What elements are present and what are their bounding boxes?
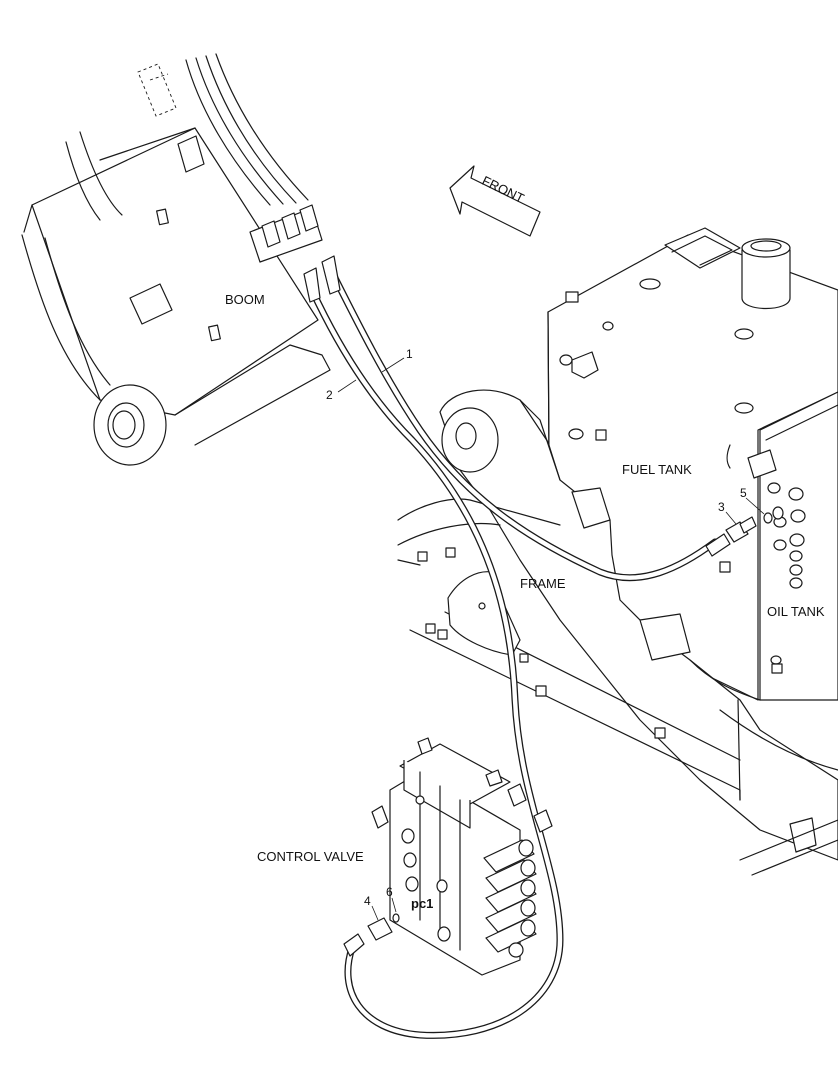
oil-tank: OIL TANK xyxy=(719,391,838,701)
boom-label: BOOM xyxy=(225,292,265,307)
boom-assembly xyxy=(21,53,331,466)
fuel-tank: FUEL TANK xyxy=(547,227,838,701)
hose-1 xyxy=(321,255,731,582)
fitting-3 xyxy=(725,516,757,543)
callouts: 1 2 3 4 5 6 xyxy=(326,347,765,921)
callout-6: 6 xyxy=(386,885,393,899)
front-arrow-icon xyxy=(449,165,541,237)
port-label-pc1: pc1 xyxy=(411,896,433,911)
callout-2: 2 xyxy=(326,388,333,402)
control-valve-label: CONTROL VALVE xyxy=(257,849,364,864)
frame-label: FRAME xyxy=(520,576,566,591)
oil-tank-label: OIL TANK xyxy=(767,604,825,619)
front-direction-indicator: FRONT xyxy=(449,165,541,237)
hose-2 xyxy=(303,267,564,1039)
fuel-tank-label: FUEL TANK xyxy=(622,462,692,477)
o-ring-6 xyxy=(392,913,400,923)
frame: FRAME xyxy=(397,389,838,876)
control-valve: pc1 xyxy=(367,737,553,976)
fitting-5 xyxy=(763,506,784,524)
callout-4: 4 xyxy=(364,894,371,908)
callout-1: 1 xyxy=(406,347,413,361)
callout-5: 5 xyxy=(740,486,747,500)
elbow-fitting-4 xyxy=(367,917,393,941)
callout-3: 3 xyxy=(718,500,725,514)
valve-spools xyxy=(483,839,537,958)
